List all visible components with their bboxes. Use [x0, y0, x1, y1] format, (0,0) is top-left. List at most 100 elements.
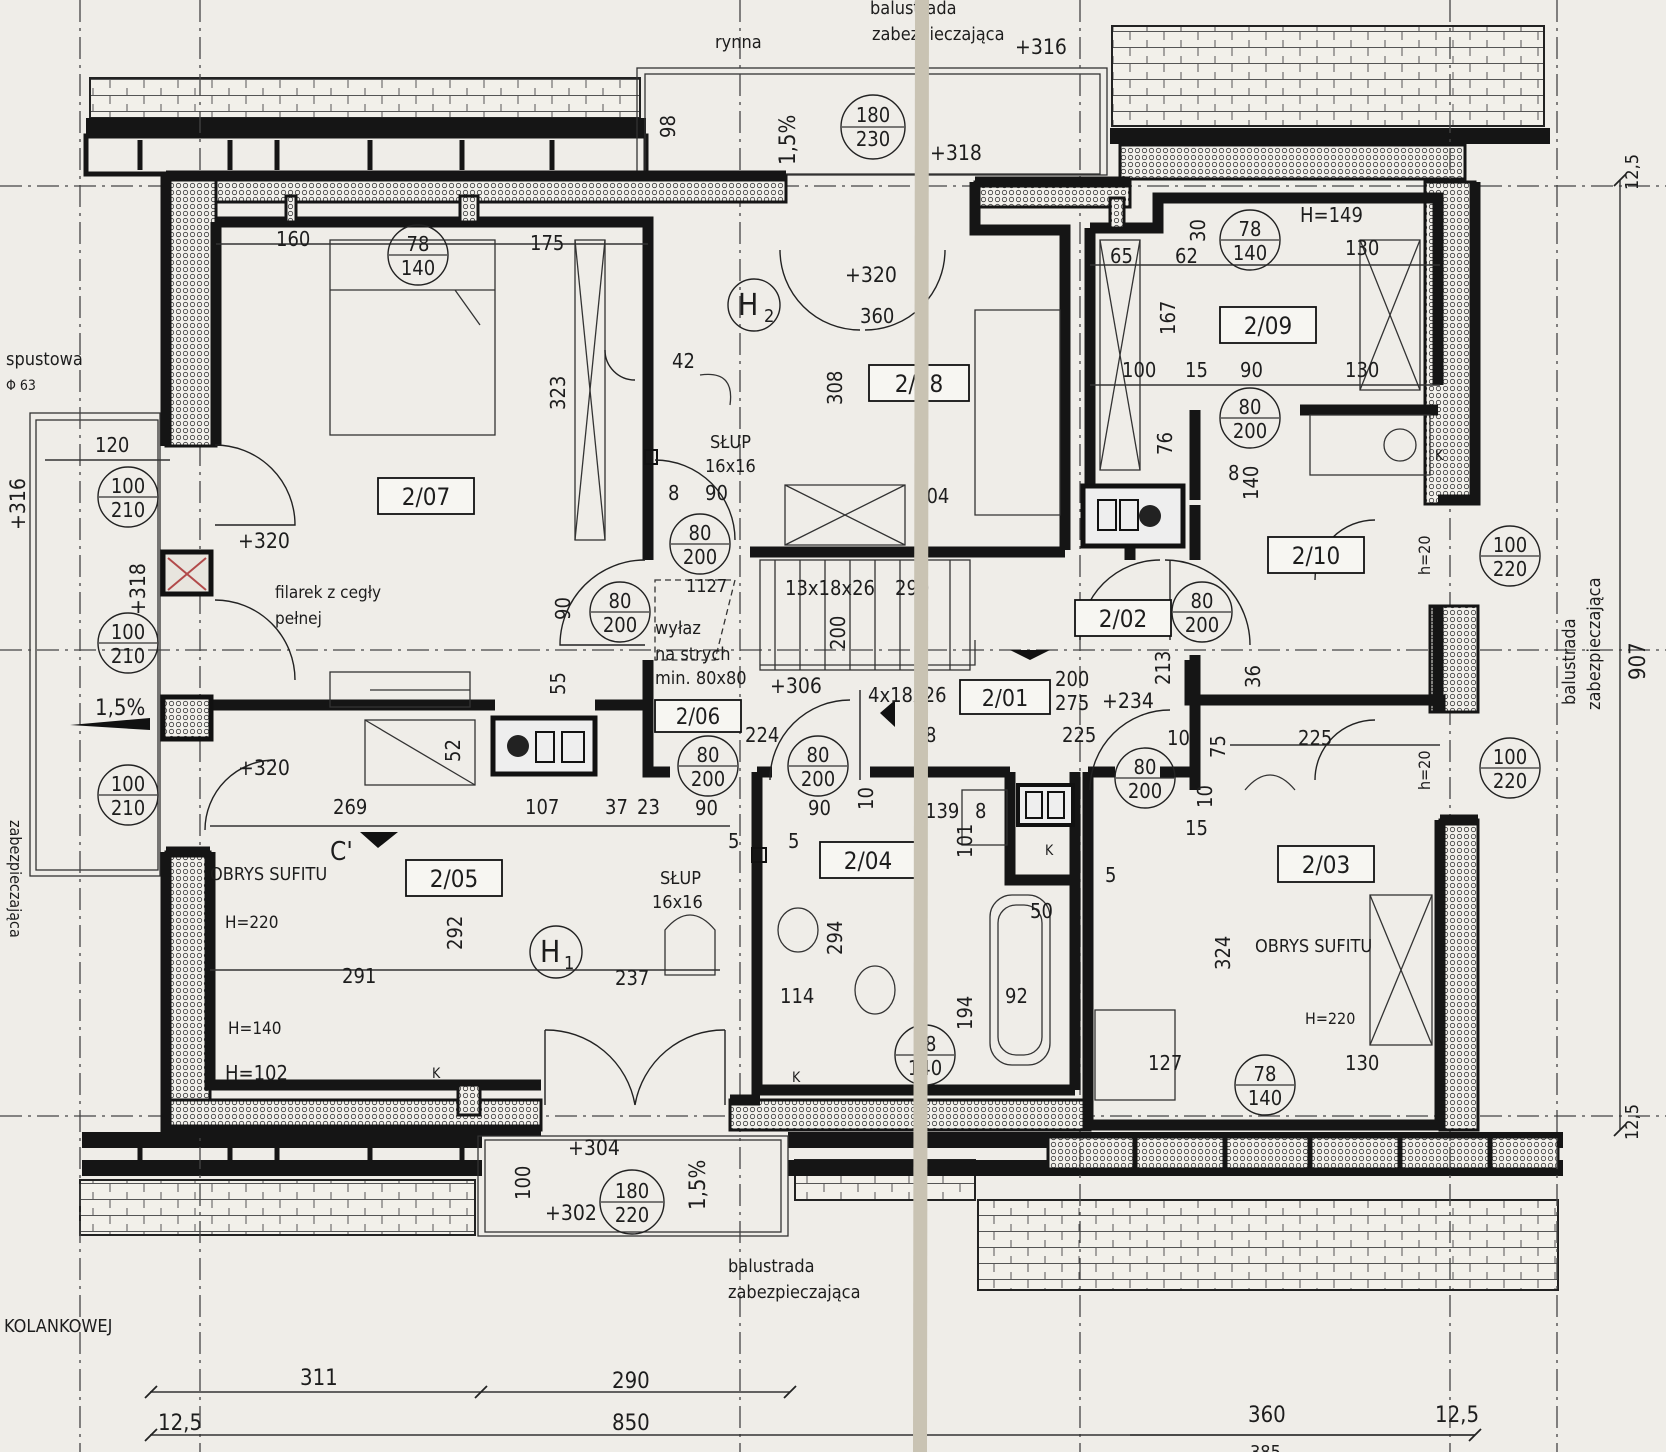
label-wylaz-3: min. 80x80	[655, 668, 747, 689]
label-balustrada-top-2: zabezpieczająca	[872, 24, 1005, 45]
svg-text:292: 292	[443, 916, 467, 950]
svg-text:+234: +234	[1102, 689, 1154, 713]
svg-text:90: 90	[695, 796, 718, 820]
svg-text:90: 90	[808, 796, 831, 820]
svg-text:5: 5	[728, 829, 739, 853]
svg-text:+302: +302	[545, 1201, 597, 1225]
label-wylaz-2: na strych	[655, 644, 731, 665]
svg-text:98: 98	[656, 115, 680, 138]
svg-text:10: 10	[1193, 785, 1217, 808]
levels: +316 +318 +320 +316 +318 +320 +320 +306 …	[6, 35, 1154, 1225]
svg-text:76: 76	[1153, 432, 1177, 455]
dimension-ticks	[144, 173, 1627, 1442]
svg-text:90: 90	[551, 597, 575, 620]
label-slup-1a: SŁUP	[710, 432, 751, 453]
room-2-06: 2/06	[676, 705, 720, 730]
svg-text:12,5: 12,5	[158, 1411, 202, 1436]
svg-text:100: 100	[1493, 745, 1527, 769]
svg-text:80: 80	[1239, 395, 1262, 419]
label-rynna: rynna	[715, 32, 762, 53]
svg-text:385: 385	[1250, 1442, 1281, 1452]
label-balustrada-right-1: balustrada	[1559, 618, 1580, 705]
svg-text:H: H	[738, 288, 758, 323]
svg-text:78: 78	[407, 232, 430, 256]
svg-text:291: 291	[342, 964, 376, 988]
svg-text:15: 15	[1185, 816, 1208, 840]
svg-text:90: 90	[1240, 358, 1263, 382]
svg-text:2: 2	[764, 306, 774, 327]
room-2-10: 2/10	[1292, 542, 1340, 570]
svg-text:78: 78	[1254, 1062, 1277, 1086]
svg-text:194: 194	[953, 996, 977, 1030]
svg-text:213: 213	[1151, 651, 1175, 685]
svg-text:8: 8	[975, 799, 986, 823]
svg-text:323: 323	[546, 376, 570, 410]
svg-text:H=140: H=140	[228, 1019, 282, 1039]
svg-text:K: K	[432, 1066, 441, 1082]
svg-text:120: 120	[95, 433, 129, 457]
svg-text:139: 139	[925, 799, 959, 823]
svg-text:200: 200	[1233, 419, 1267, 443]
room-tag-2-03: 2/03	[1277, 845, 1375, 883]
svg-text:K: K	[1435, 448, 1444, 464]
room-2-02: 2/02	[1099, 605, 1147, 633]
svg-text:90: 90	[705, 481, 728, 505]
svg-text:200: 200	[603, 613, 637, 637]
svg-text:65: 65	[1110, 244, 1133, 268]
svg-text:224: 224	[745, 723, 779, 747]
svg-text:200: 200	[1055, 667, 1089, 691]
slopes: 1,5% 1,5% 1,5%	[70, 115, 801, 1210]
svg-text:10: 10	[1167, 726, 1190, 750]
svg-text:140: 140	[1248, 1086, 1282, 1110]
svg-text:100: 100	[1493, 533, 1527, 557]
label-wylaz-top: 1127	[686, 576, 727, 597]
svg-text:62: 62	[1175, 244, 1198, 268]
svg-text:100: 100	[1122, 358, 1156, 382]
svg-text:140: 140	[1233, 241, 1267, 265]
dimension-lines	[45, 180, 1621, 1436]
label-obrys-2: OBRYS SUFITU	[1255, 936, 1372, 957]
dimension-texts: 98 160 175 65 62 30 H=149 130 323 308 36…	[95, 115, 1434, 1200]
label-phi63: Φ 63	[6, 378, 36, 394]
label-filarek-1: filarek z cegły	[275, 583, 381, 603]
svg-text:220: 220	[615, 1203, 649, 1227]
h-markers: H 2 H 1	[529, 278, 781, 979]
svg-text:200: 200	[801, 767, 835, 791]
svg-text:100: 100	[111, 772, 145, 796]
svg-text:1,5%: 1,5%	[776, 115, 801, 165]
svg-text:+320: +320	[238, 529, 290, 553]
svg-text:100: 100	[111, 474, 145, 498]
svg-text:K: K	[792, 1070, 801, 1086]
svg-text:52: 52	[441, 739, 465, 762]
svg-text:200: 200	[826, 616, 850, 650]
svg-text:+320: +320	[845, 263, 897, 287]
svg-text:167: 167	[1156, 301, 1180, 335]
svg-text:114: 114	[780, 984, 814, 1008]
svg-text:13x18x26: 13x18x26	[785, 576, 875, 600]
svg-text:200: 200	[1128, 779, 1162, 803]
svg-text:55: 55	[546, 672, 570, 695]
svg-text:80: 80	[689, 521, 712, 545]
structural-elements	[160, 194, 1186, 1117]
room-tag-2-01: 2/01	[959, 679, 1051, 715]
svg-text:275: 275	[1055, 691, 1089, 715]
label-balustrada-bottom-1: balustrada	[728, 1256, 815, 1277]
svg-text:101: 101	[953, 824, 977, 858]
svg-text:230: 230	[856, 127, 890, 151]
svg-text:42: 42	[672, 349, 695, 373]
svg-text:15: 15	[1185, 358, 1208, 382]
svg-text:+306: +306	[770, 674, 822, 698]
svg-text:220: 220	[1493, 769, 1527, 793]
svg-text:+316: +316	[1015, 35, 1067, 59]
room-tag-2-04: 2/04	[819, 841, 917, 879]
label-spustowa: spustowa	[6, 349, 83, 370]
svg-text:269: 269	[333, 795, 367, 819]
svg-text:175: 175	[530, 231, 564, 255]
